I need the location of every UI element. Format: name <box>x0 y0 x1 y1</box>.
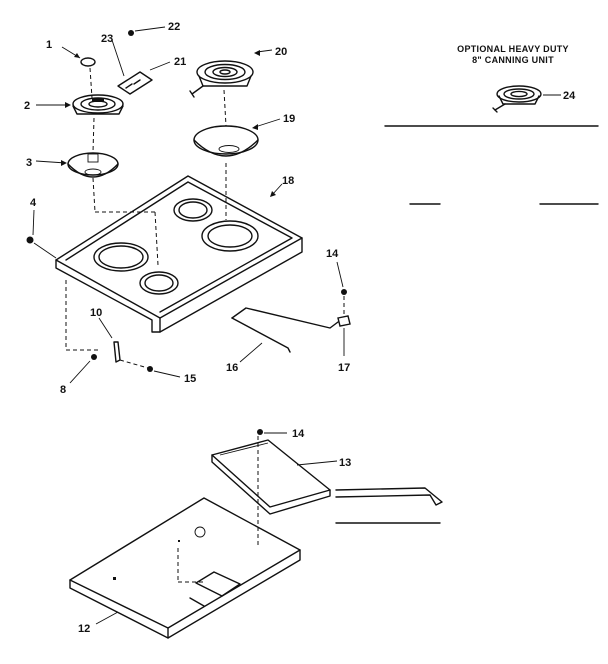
panel-extension <box>335 487 443 506</box>
screw-14-upper <box>341 289 347 295</box>
drip-bowl-right <box>193 125 259 157</box>
callout-18: 18 <box>282 175 294 187</box>
callout-20: 20 <box>275 46 287 58</box>
callout-19: 19 <box>283 113 295 125</box>
title-line-2: 8" CANNING UNIT <box>472 55 554 65</box>
callout-10: 10 <box>90 307 102 319</box>
drip-bowl-left <box>67 152 119 178</box>
screw-8 <box>91 354 97 360</box>
surface-element-left <box>72 94 124 115</box>
screw-22 <box>128 30 134 36</box>
clip-17 <box>337 315 351 327</box>
callout-15: 15 <box>184 373 196 385</box>
callout-24: 24 <box>563 90 576 102</box>
callout-4: 4 <box>30 197 37 209</box>
callout-2: 2 <box>24 100 30 112</box>
callout-12: 12 <box>78 623 90 635</box>
screw-15 <box>147 366 153 372</box>
title-line-1: OPTIONAL HEAVY DUTY <box>457 44 569 54</box>
callout-3: 3 <box>26 157 32 169</box>
callout-1: 1 <box>46 39 52 51</box>
callout-16: 16 <box>226 362 238 374</box>
callout-13: 13 <box>339 457 351 469</box>
panel-13 <box>211 439 331 515</box>
bottom-pan-12 <box>69 497 301 639</box>
screw-14-lower <box>257 429 263 435</box>
callout-14-upper: 14 <box>326 248 339 260</box>
surface-element-large <box>189 60 254 98</box>
callout-8: 8 <box>60 384 66 396</box>
canning-unit-element <box>492 85 561 113</box>
callout-17: 17 <box>338 362 350 374</box>
callout-22: 22 <box>168 21 180 33</box>
callout-23: 23 <box>101 33 113 45</box>
callout-labels: 1 2 3 4 8 10 12 13 14 14 15 16 17 18 19 … <box>24 21 576 635</box>
bracket-10 <box>113 341 121 363</box>
cooktop <box>55 175 303 333</box>
receptacle-block <box>117 71 153 95</box>
callout-14-lower: 14 <box>292 428 305 440</box>
optional-canning-unit-title: OPTIONAL HEAVY DUTY 8" CANNING UNIT <box>457 44 569 65</box>
knob-cap <box>80 57 96 67</box>
rod-16 <box>231 307 339 353</box>
screw-4 <box>26 236 34 244</box>
callout-21: 21 <box>174 56 186 68</box>
